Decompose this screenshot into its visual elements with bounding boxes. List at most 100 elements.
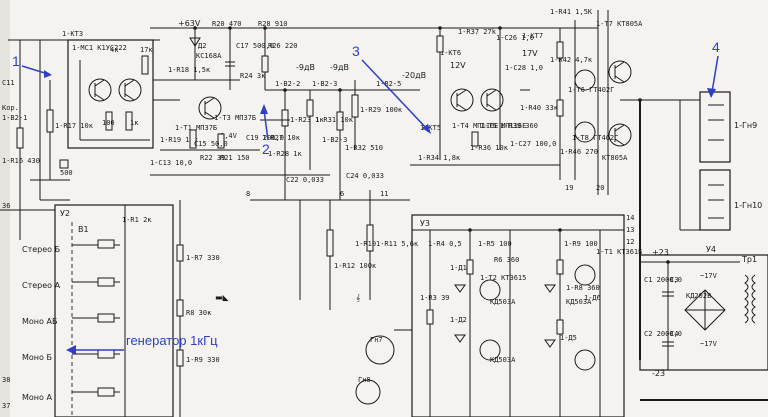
- svg-text:37: 37: [2, 402, 10, 410]
- svg-text:1-R12 100к: 1-R12 100к: [334, 262, 377, 270]
- u2-label: У2: [60, 209, 70, 218]
- svg-text:Моно Б: Моно Б: [22, 353, 52, 362]
- svg-text:17V: 17V: [522, 49, 538, 58]
- svg-text:1-B2-2: 1-B2-2: [275, 80, 300, 88]
- power-filter-cluster: +63V R20 470 R28 910 Д2 КС168А C17 500,0…: [178, 19, 298, 90]
- svg-text:1-R36 10к: 1-R36 10к: [470, 144, 509, 152]
- svg-text:1-T6 ГТ402Г: 1-T6 ГТ402Г: [568, 86, 614, 94]
- svg-text:20: 20: [596, 184, 604, 192]
- svg-text:1-KT5: 1-KT5: [420, 124, 441, 132]
- svg-text:1-Д6: 1-Д6: [584, 294, 601, 302]
- driver-stage: -20дВ 1-R37 27k 1-KT6 12V 1-C26 1,0 1-C2…: [402, 28, 560, 166]
- svg-text:1-R39 360: 1-R39 360: [500, 122, 538, 130]
- svg-text:14: 14: [626, 214, 634, 222]
- annotation-1: 1: [12, 53, 52, 78]
- svg-text:11: 11: [380, 190, 388, 198]
- svg-text:1-R29 100к: 1-R29 100к: [360, 106, 403, 114]
- svg-text:1-R46 270: 1-R46 270: [560, 148, 598, 156]
- svg-text:R6 360: R6 360: [494, 256, 519, 264]
- svg-text:У3: У3: [420, 219, 430, 228]
- svg-text:1-R32 510: 1-R32 510: [345, 144, 383, 152]
- svg-text:1-T3 МП37Б: 1-T3 МП37Б: [214, 114, 256, 122]
- svg-text:C19 200,0: C19 200,0: [246, 134, 284, 142]
- top-supply-rail: [8, 10, 609, 195]
- annotation-4-number: 4: [712, 39, 720, 55]
- svg-text:1-T7 КТ805А: 1-T7 КТ805А: [596, 20, 643, 28]
- svg-text:-20дВ: -20дВ: [402, 71, 426, 80]
- svg-text:1-R9 100: 1-R9 100: [564, 240, 598, 248]
- svg-text:1-C13 10,0: 1-C13 10,0: [150, 159, 192, 167]
- svg-text:1-R31 10к: 1-R31 10к: [315, 116, 354, 124]
- svg-text:-9дВ: -9дВ: [330, 63, 349, 72]
- svg-text:12V: 12V: [450, 61, 466, 70]
- svg-text:1-R5 100: 1-R5 100: [478, 240, 512, 248]
- svg-text:4к: 4к: [110, 46, 119, 54]
- svg-text:1-R3 39: 1-R3 39: [420, 294, 450, 302]
- svg-text:1-R28 1к: 1-R28 1к: [268, 150, 303, 158]
- mc1-label: 1-MC1 К1УС222: [72, 44, 127, 52]
- svg-text:1-B2-3: 1-B2-3: [322, 136, 347, 144]
- svg-text:C15 50,0: C15 50,0: [194, 140, 228, 148]
- svg-text:1-T1 КТ361Б: 1-T1 КТ361Б: [596, 248, 642, 256]
- svg-text:R24 3к: R24 3к: [240, 72, 266, 80]
- svg-text:C24 0,033: C24 0,033: [346, 172, 384, 180]
- svg-text:1-R23 1к: 1-R23 1к: [290, 116, 325, 124]
- svg-text:1-Д1: 1-Д1: [450, 264, 467, 272]
- svg-text:1-B2-1: 1-B2-1: [2, 114, 27, 122]
- svg-text:19: 19: [565, 184, 573, 192]
- svg-text:1-R7 330: 1-R7 330: [186, 254, 220, 262]
- svg-text:Гн8: Гн8: [358, 376, 371, 384]
- preamp-microcircuit-block: 1-MC1 К1УС222 1-KT3 100 1к 17к 4к: [62, 30, 154, 149]
- svg-text:C11: C11: [2, 79, 15, 87]
- svg-text:1-KT6: 1-KT6: [440, 49, 461, 57]
- svg-text:R21 150: R21 150: [220, 154, 250, 162]
- svg-text:1-R37 27k: 1-R37 27k: [458, 28, 497, 36]
- svg-text:Моно АБ: Моно АБ: [22, 317, 57, 326]
- svg-text:~17V: ~17V: [700, 340, 718, 348]
- svg-text:13: 13: [626, 226, 634, 234]
- svg-text:R22 39: R22 39: [200, 154, 225, 162]
- svg-text:R26 220: R26 220: [268, 42, 298, 50]
- svg-text:КС168А: КС168А: [196, 52, 222, 60]
- svg-text:1-T5 МП116Е: 1-T5 МП116Е: [480, 122, 526, 130]
- svg-text:1-R17 10к: 1-R17 10к: [55, 122, 94, 130]
- power-amp-block-u3: У3 1-R5 100 R6 360 1-R4 0,5 1-R3 39 1-R9…: [355, 214, 642, 417]
- svg-text:1-T1 МП37Б: 1-T1 МП37Б: [175, 124, 217, 132]
- second-stage: 1-R18 1,5к 1-R19 10к 1-T3 МП37Б 8,4V 1-T…: [150, 66, 330, 176]
- svg-text:-23: -23: [652, 369, 665, 378]
- svg-text:1-R34 1,8к: 1-R34 1,8к: [418, 154, 461, 162]
- svg-text:1-R27 10к: 1-R27 10к: [262, 134, 301, 142]
- svg-text:8,4V: 8,4V: [220, 132, 238, 140]
- svg-text:КД503А: КД503А: [490, 356, 516, 364]
- svg-text:1-R11 5,6к: 1-R11 5,6к: [376, 240, 419, 248]
- annotation-3-number: 3: [352, 43, 360, 59]
- svg-text:1-R4 0,5: 1-R4 0,5: [428, 240, 462, 248]
- input-stage: C11 1-R16 430 1-R17 10к 500 Кор. 1-B2-1: [2, 40, 94, 240]
- svg-text:КД503А: КД503А: [566, 298, 592, 306]
- svg-text:1-C26 1,0: 1-C26 1,0: [496, 34, 534, 42]
- svg-text:1к: 1к: [130, 119, 139, 127]
- svg-text:▬◣: ▬◣: [215, 293, 230, 302]
- svg-text:1-R16 430: 1-R16 430: [2, 157, 40, 165]
- svg-text:1-R10: 1-R10: [355, 240, 376, 248]
- svg-text:Гн7: Гн7: [370, 336, 383, 344]
- svg-text:Моно А: Моно А: [22, 393, 52, 402]
- svg-text:1-R18 1,5к: 1-R18 1,5к: [168, 66, 211, 74]
- svg-text:1-R9 330: 1-R9 330: [186, 356, 220, 364]
- svg-text:C4: C4: [670, 330, 678, 338]
- svg-text:1-B2-3: 1-B2-3: [312, 80, 337, 88]
- svg-text:12: 12: [626, 238, 634, 246]
- svg-text:+23: +23: [652, 248, 669, 257]
- svg-text:-9дВ: -9дВ: [296, 63, 315, 72]
- jack-gn9-label: 1-Гн9: [734, 121, 757, 130]
- svg-text:C22 0,033: C22 0,033: [286, 176, 324, 184]
- output-jacks: 1-Гн9 1-Гн10: [679, 91, 762, 231]
- output-stage: 1-R41 1,5K 1-R42 4,7к 1-T7 КТ805А 1-T6 Г…: [550, 8, 700, 360]
- svg-text:1-R19 10к: 1-R19 10к: [160, 136, 199, 144]
- svg-text:C1 2000,0: C1 2000,0: [644, 276, 682, 284]
- svg-text:38: 38: [2, 376, 10, 384]
- tone-control-section: -9дВ -9дВ 1-R23 1к 1-R27 10к 1-R28 1к 1-…: [260, 63, 420, 200]
- svg-text:1-C27 100,0: 1-C27 100,0: [510, 140, 556, 148]
- kt3-label: 1-KT3: [62, 30, 83, 38]
